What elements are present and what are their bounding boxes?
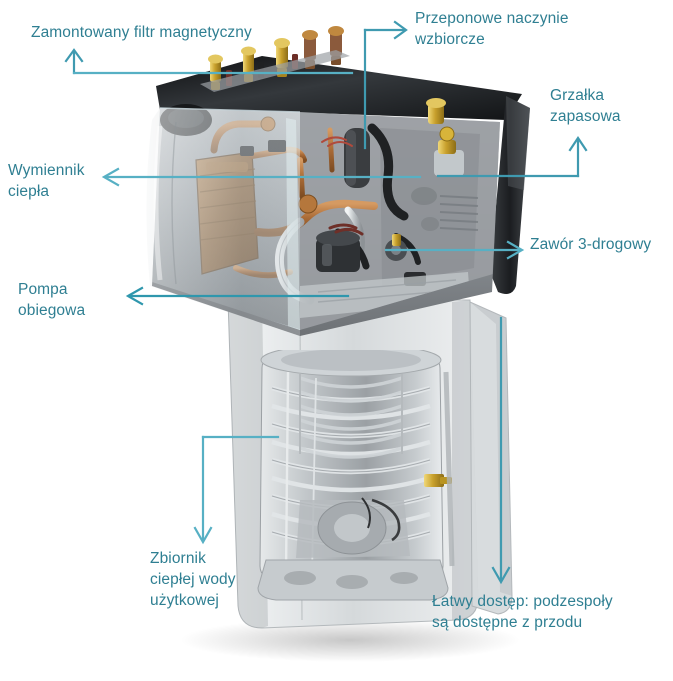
callout-label-pompa-obiegowa: Pompa obiegowa — [18, 281, 86, 319]
right-brass-fitting — [426, 98, 446, 124]
callout-label-grzalka-zapasowa: Grzałka zapasowa — [550, 87, 621, 125]
callout-label-wymiennik-ciepla: Wymiennik ciepła — [8, 162, 85, 200]
circulation-pump — [316, 230, 360, 272]
callout-label-latwy-dostep: Łatwy dostęp: podzespoły są dostępne z p… — [432, 593, 613, 631]
callout-label-zbiornik-cwu: Zbiornik ciepłej wody użytkowej — [150, 550, 236, 609]
left-casing-shell — [146, 108, 300, 336]
callout-label-naczynie-wzbiorcze: Przeponowe naczynie wzbiorcze — [415, 10, 569, 48]
callout-label-filtr-magnetyczny: Zamontowany filtr magnetyczny — [31, 24, 252, 41]
dhw-tank-assembly — [257, 350, 455, 601]
expansion-vessel — [344, 128, 370, 188]
side-cover-dark — [490, 96, 530, 294]
backup-heater — [434, 126, 464, 176]
callout-label-zawor-3-drogowy: Zawór 3-drogowy — [530, 236, 652, 253]
